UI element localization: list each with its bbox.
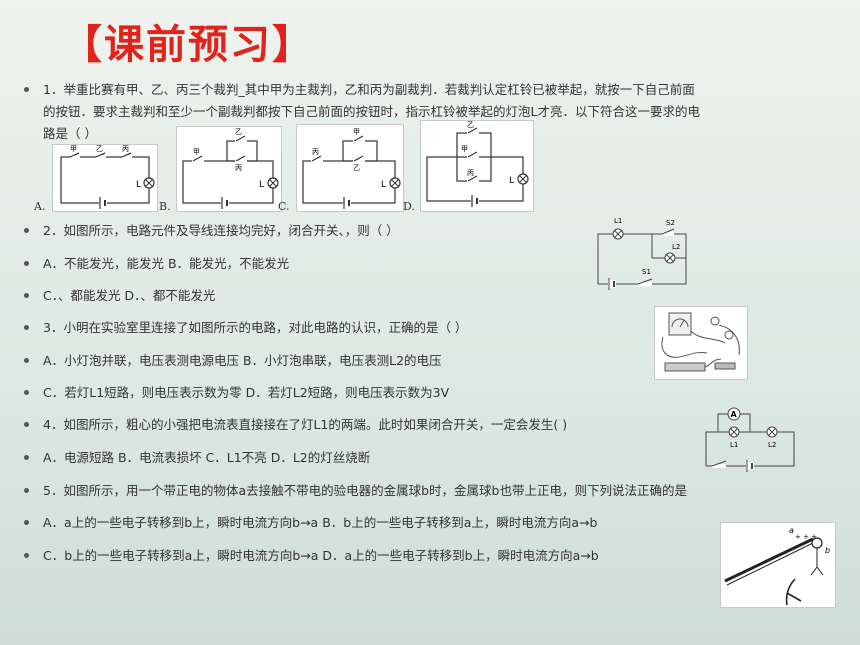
switch-s1-label: S1 [642, 268, 651, 276]
bullet [24, 455, 29, 460]
rod-a-label: a [789, 526, 794, 535]
q5-stem: 5．如图所示，用一个带正电的物体a去接触不带电的验电器的金属球b时，金属球b也带… [24, 480, 687, 502]
q5-electroscope-figure: a + + + b [720, 522, 836, 608]
lamp-l2-label: L2 [768, 441, 776, 449]
svg-text:L: L [381, 180, 386, 190]
switch-label-jia: 甲 [70, 145, 77, 153]
svg-text:乙: 乙 [235, 128, 242, 136]
svg-text:乙: 乙 [353, 164, 360, 172]
q3-stem: 3．小明在实验室里连接了如图所示的电路，对此电路的认识，正确的是（ ） [24, 317, 467, 339]
q1-option-b-label: B. [159, 200, 171, 213]
q1-line-2: 的按钮．要求主裁判和至少一个副裁判都按下自己前面的按钮时，指示杠铃被举起的灯泡L… [43, 104, 700, 119]
q1-option-c-label: C. [278, 200, 290, 213]
ball-b-label: b [825, 546, 830, 555]
svg-text:L: L [509, 176, 514, 186]
svg-text:L: L [259, 180, 264, 190]
q1-line-3: 路是（ ） [43, 126, 97, 141]
bullet [24, 293, 29, 298]
q1-option-a-circuit[interactable]: 甲 乙 丙 L [52, 144, 158, 212]
ammeter-label: A [731, 410, 738, 419]
q3-options-ab: A．小灯泡并联，电压表测电源电压 B．小灯泡串联，电压表测L2的电压 [24, 350, 442, 372]
bullet [24, 422, 29, 427]
bullet [24, 228, 29, 233]
q3-options-cd: C．若灯L1短路，则电压表示数为零 D．若灯L2短路，则电压表示数为3V [24, 382, 449, 404]
q1-option-a-label: A. [34, 200, 46, 213]
bullet [24, 325, 29, 330]
lamp-l1-label: L1 [614, 217, 622, 225]
q2-circuit-figure: L1 S2 L2 S1 [592, 212, 696, 294]
svg-text:甲: 甲 [193, 148, 200, 156]
lamp-label: L [136, 180, 141, 190]
q1-line-1: 1．举重比赛有甲、乙、丙三个裁判_其中甲为主裁判，乙和丙为副裁判．若裁判认定杠铃… [24, 79, 695, 101]
q2-stem: 2．如图所示，电路元件及导线连接均完好，闭合开关、，则（ ） [24, 220, 399, 242]
lamp-l1-label: L1 [730, 441, 738, 449]
q2-options-cd: C．、都能发光 D．、都不能发光 [24, 285, 215, 307]
bullet [24, 87, 29, 92]
q1-option-c-circuit[interactable]: 丙 甲 乙 L [296, 124, 404, 212]
q4-stem: 4．如图所示，粗心的小强把电流表直接接在了灯L1的两端。此时如果闭合开关，一定会… [24, 414, 567, 436]
q5-options-cd: C．b上的一些电子转移到a上，瞬时电流方向b→a D．a上的一些电子转移到b上，… [24, 545, 599, 567]
switch-label-bing: 丙 [122, 145, 129, 153]
bullet [24, 553, 29, 558]
svg-text:丙: 丙 [312, 148, 319, 156]
q3-circuit-photo [654, 306, 748, 380]
q1-option-d-circuit[interactable]: 乙 甲 丙 L [420, 120, 534, 212]
q4-options: A．电源短路 B．电流表损坏 C．L1不亮 D．L2的灯丝烧断 [24, 447, 370, 469]
bullet [24, 390, 29, 395]
svg-text:甲: 甲 [461, 145, 468, 153]
svg-text:丙: 丙 [235, 164, 242, 172]
page-title: 【课前预习】 [62, 22, 314, 68]
svg-text:乙: 乙 [467, 121, 474, 129]
switch-s2-label: S2 [666, 219, 675, 227]
q5-options-ab: A．a上的一些电子转移到b上，瞬时电流方向b→a B．b上的一些电子转移到a上，… [24, 512, 597, 534]
q4-circuit-figure: A L1 L2 [700, 404, 800, 476]
lamp-l2-label: L2 [672, 243, 680, 251]
bullet [24, 520, 29, 525]
svg-text:甲: 甲 [353, 128, 360, 136]
svg-text:丙: 丙 [467, 169, 474, 177]
bullet [24, 488, 29, 493]
q2-options-ab: A．不能发光，能发光 B．能发光，不能发光 [24, 253, 289, 275]
switch-label-yi: 乙 [96, 145, 103, 153]
bullet [24, 358, 29, 363]
q1-option-d-label: D. [403, 200, 415, 213]
q1-option-b-circuit[interactable]: 甲 乙 丙 L [176, 126, 282, 212]
bullet [24, 261, 29, 266]
plus-charges: + + + [795, 533, 817, 541]
